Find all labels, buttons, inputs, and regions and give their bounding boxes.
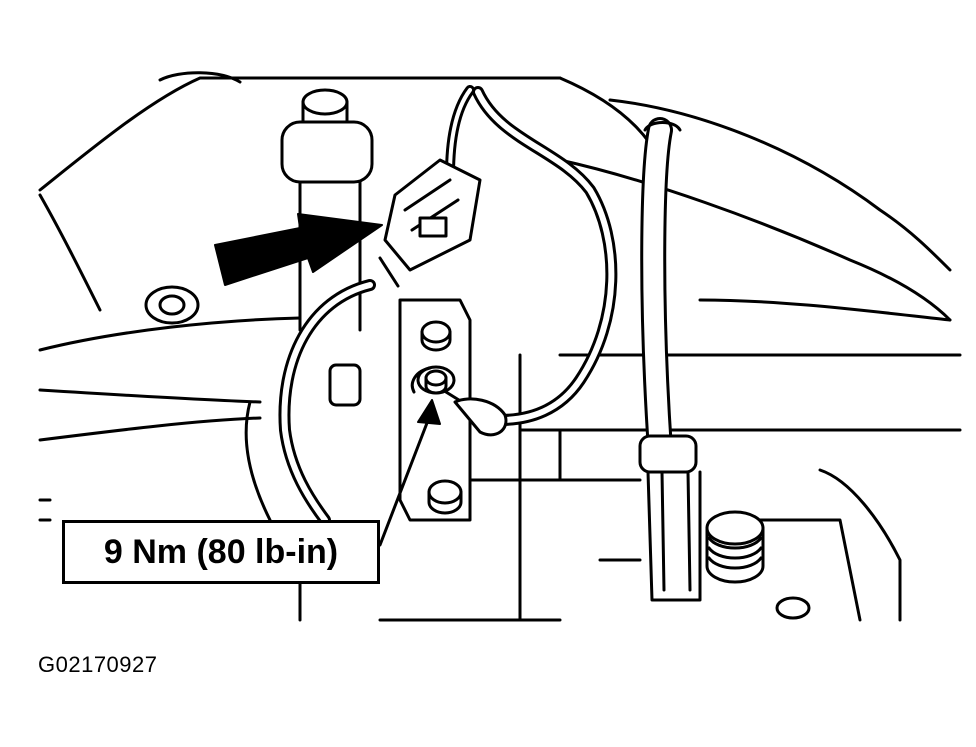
hose-clamp — [705, 510, 765, 584]
wire-harness — [278, 85, 618, 526]
vacuum-tube — [638, 117, 702, 602]
figure-id: G02170927 — [38, 652, 158, 677]
bracket-bolt-lower — [427, 479, 463, 515]
callout-arrow-icon — [378, 366, 441, 547]
background-contours — [38, 71, 962, 622]
torque-spec-label: 9 Nm (80 lb-in) — [62, 520, 380, 584]
ring-terminal — [444, 390, 508, 437]
side-bolt — [328, 363, 362, 407]
ground-bolt — [416, 365, 456, 395]
bracket-bolt-upper — [420, 320, 452, 352]
bolt-left — [144, 285, 200, 325]
electrical-connector — [378, 158, 482, 288]
bolt-lower-right — [775, 596, 811, 620]
direction-arrow-icon — [214, 213, 383, 286]
